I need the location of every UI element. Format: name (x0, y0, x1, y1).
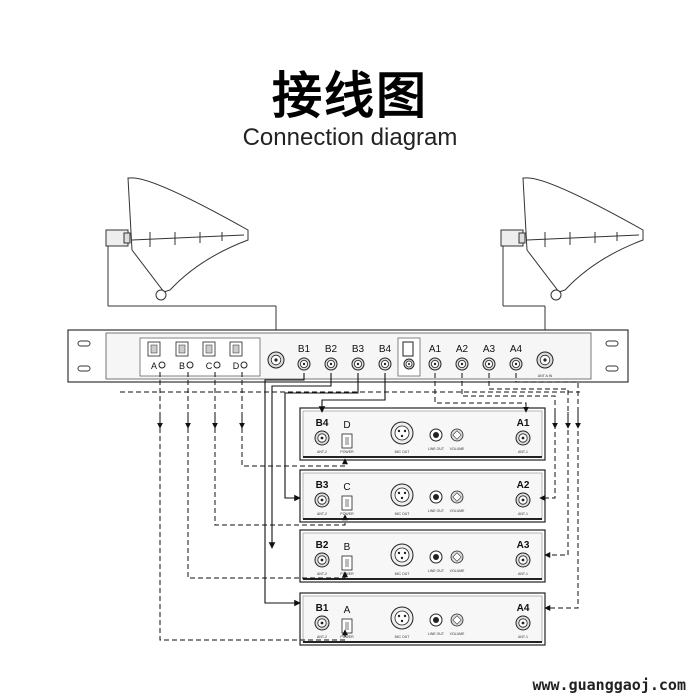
ant1-port-label: A1 (517, 418, 530, 429)
mic-out-label: MIC OUT (395, 512, 411, 516)
ant1-port-label: A4 (517, 603, 530, 614)
ant2-label: ANT-2 (317, 572, 327, 576)
antenna-right (500, 177, 644, 345)
power-label: POWER (340, 635, 354, 639)
diagram-title: 接线图 (272, 67, 428, 125)
ant-in-label: ANT A IN (538, 374, 553, 378)
port-a2: A2 (455, 344, 469, 371)
power-label: POWER (340, 512, 354, 516)
port-b4: B4 (378, 344, 392, 371)
port-label: B3 (352, 344, 365, 355)
port-label: A2 (456, 344, 469, 355)
power-switch-label: D (233, 361, 240, 371)
port-label: A3 (483, 344, 496, 355)
watermark: www.guanggaoj.com (532, 676, 686, 694)
port-label: B2 (325, 344, 338, 355)
ant2-label: ANT-2 (317, 635, 327, 639)
line-out-label: LINE OUT (428, 569, 445, 573)
channel-label: D (343, 420, 350, 431)
power-switch-label: B (179, 361, 185, 371)
line-out-label: LINE OUT (428, 447, 445, 451)
ant2-port-label: B3 (316, 480, 329, 491)
power-label: POWER (340, 572, 354, 576)
antenna-left (105, 177, 277, 345)
ant2-label: ANT-2 (317, 512, 327, 516)
diagram-subtitle: Connection diagram (242, 124, 458, 151)
channel-label: C (343, 482, 350, 493)
dc-input (402, 341, 415, 370)
mic-out-label: MIC OUT (395, 635, 411, 639)
power-switch-label: A (151, 361, 157, 371)
ant1-label: ANT-1 (518, 450, 528, 454)
power-switch-a: A (147, 341, 166, 371)
port-label: B4 (379, 344, 392, 355)
volume-label: VOLUME (450, 447, 465, 451)
port-label: B1 (298, 344, 311, 355)
cables-a (120, 372, 580, 641)
mic-out-label: MIC OUT (395, 450, 411, 454)
power-label: POWER (340, 450, 354, 454)
antenna-distributor: A B C D B1 B2 B3 B4 A1 A2 A3 A4 ANT A IN (67, 329, 629, 383)
port-a4: A4 (509, 344, 523, 371)
port-label: A1 (429, 344, 442, 355)
ant2-port-label: B4 (316, 418, 329, 429)
port-a1: A1 (428, 344, 442, 371)
power-switch-d: D (229, 341, 248, 371)
ant2-label: ANT-2 (317, 450, 327, 454)
channel-label: B (344, 542, 351, 553)
port-b1: B1 (297, 344, 311, 371)
line-out-label: LINE OUT (428, 509, 445, 513)
ant1-label: ANT-1 (518, 635, 528, 639)
ant-a-in-port (536, 351, 554, 369)
channel-label: A (344, 605, 351, 616)
line-out-label: LINE OUT (428, 632, 445, 636)
cables-b (264, 373, 386, 607)
port-b3: B3 (351, 344, 365, 371)
mic-out-label: MIC OUT (395, 572, 411, 576)
port-b2: B2 (324, 344, 338, 371)
volume-label: VOLUME (450, 632, 465, 636)
ant2-port-label: B1 (316, 603, 329, 614)
port-a3: A3 (482, 344, 496, 371)
ant-b-in-port (267, 351, 285, 369)
volume-label: VOLUME (450, 569, 465, 573)
power-switch-label: C (206, 361, 213, 371)
ant1-port-label: A2 (517, 480, 530, 491)
ant1-label: ANT-1 (518, 572, 528, 576)
ant1-label: ANT-1 (518, 512, 528, 516)
power-switch-b: B (175, 341, 194, 371)
volume-label: VOLUME (450, 509, 465, 513)
ant2-port-label: B2 (316, 540, 329, 551)
ant1-port-label: A3 (517, 540, 530, 551)
port-label: A4 (510, 344, 523, 355)
down-arrows (157, 412, 581, 429)
power-switch-c: C (202, 341, 221, 371)
